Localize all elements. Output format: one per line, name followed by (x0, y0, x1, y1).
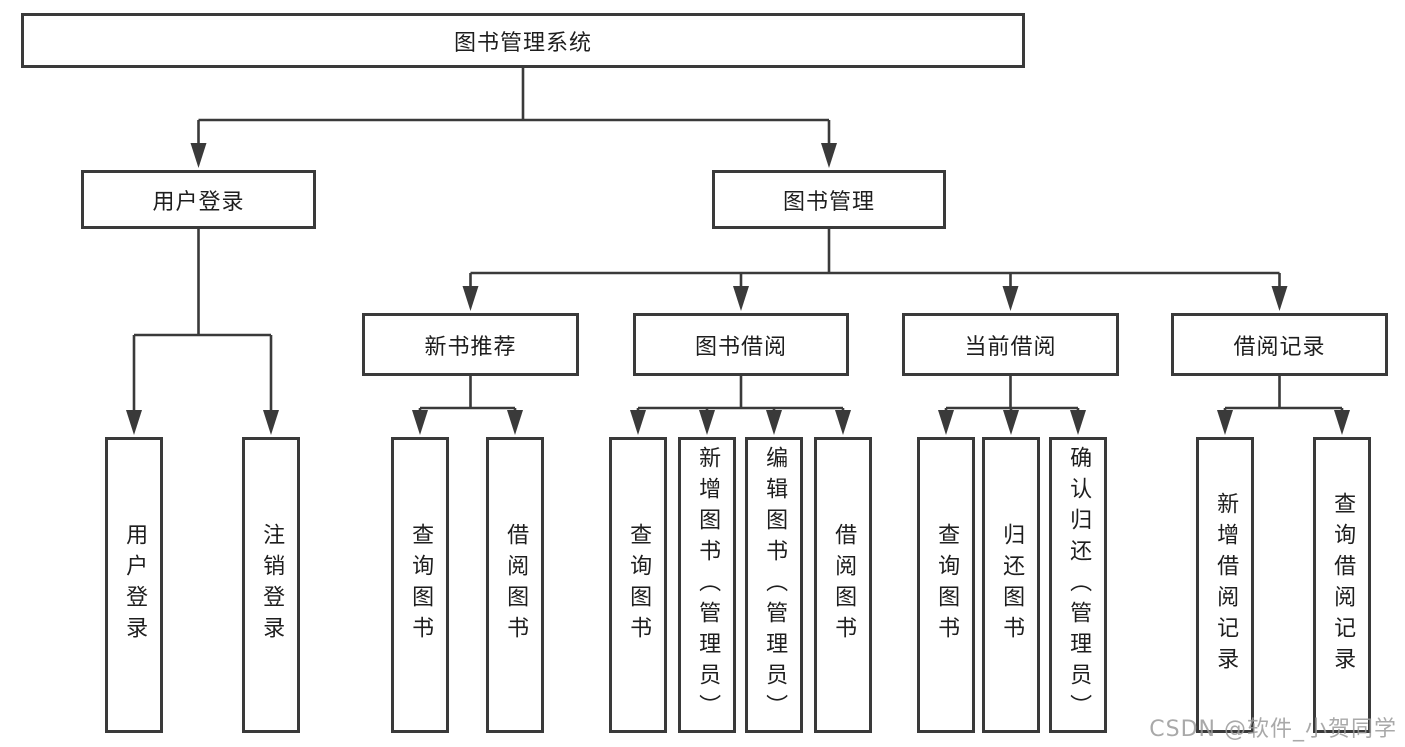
node-book-management: 图书管理 (712, 170, 946, 229)
node-label: 确认归还（管理员） (1066, 445, 1092, 725)
node-label: 查询图书 (934, 523, 960, 647)
node-label: 用户登录 (152, 189, 245, 215)
node-label: 图书管理 (782, 189, 875, 215)
leaf-query-books: 查询图书 (609, 437, 667, 733)
leaf-query-borrow-record: 查询借阅记录 (1313, 437, 1371, 733)
node-label: 借阅图书 (503, 523, 529, 647)
node-label: 注销登录 (259, 523, 285, 647)
node-label: 查询图书 (408, 523, 434, 647)
node-user-login: 用户登录 (81, 170, 316, 229)
node-label: 图书借阅 (694, 334, 787, 360)
leaf-add-borrow-record: 新增借阅记录 (1196, 437, 1254, 733)
node-label: 查询借阅记录 (1330, 492, 1356, 678)
node-label: 新书推荐 (424, 334, 517, 360)
node-borrowing-records: 借阅记录 (1171, 313, 1388, 376)
leaf-query-books: 查询图书 (917, 437, 975, 733)
leaf-logout: 注销登录 (242, 437, 300, 733)
leaf-user-login: 用户登录 (105, 437, 163, 733)
leaf-borrow-books: 借阅图书 (486, 437, 544, 733)
leaf-return-books: 归还图书 (982, 437, 1040, 733)
node-label: 归还图书 (999, 523, 1025, 647)
node-book-borrowing: 图书借阅 (633, 313, 849, 376)
node-new-book-recommendation: 新书推荐 (362, 313, 579, 376)
node-label: 图书管理系统 (453, 30, 592, 56)
node-label: 当前借阅 (964, 334, 1057, 360)
node-label: 查询图书 (626, 523, 652, 647)
leaf-borrow-books: 借阅图书 (814, 437, 872, 733)
node-label: 用户登录 (122, 523, 148, 647)
node-label: 借阅图书 (831, 523, 857, 647)
leaf-edit-books-admin: 编辑图书（管理员） (745, 437, 803, 733)
leaf-confirm-return-admin: 确认归还（管理员） (1049, 437, 1107, 733)
node-library-management-system: 图书管理系统 (21, 13, 1025, 68)
node-current-borrowing: 当前借阅 (902, 313, 1119, 376)
node-label: 新增图书（管理员） (695, 445, 721, 725)
node-label: 新增借阅记录 (1213, 492, 1239, 678)
node-label: 借阅记录 (1233, 334, 1326, 360)
leaf-add-books-admin: 新增图书（管理员） (678, 437, 736, 733)
arrowheads (126, 143, 1350, 435)
node-label: 编辑图书（管理员） (762, 445, 788, 725)
leaf-query-books: 查询图书 (391, 437, 449, 733)
